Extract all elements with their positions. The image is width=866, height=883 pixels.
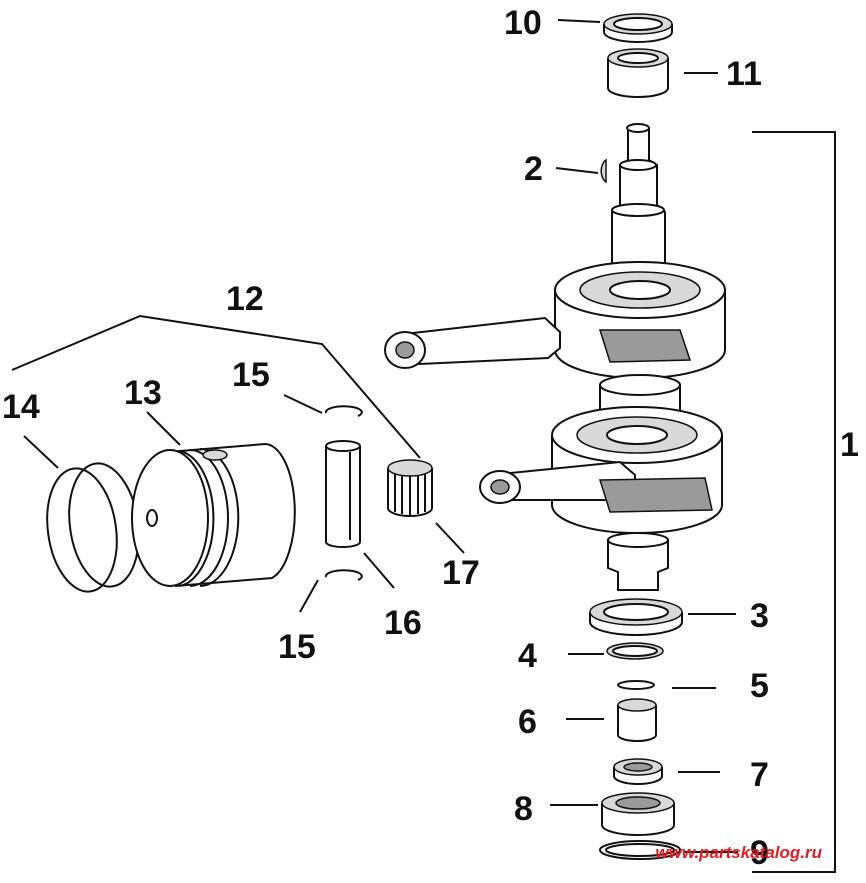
callout-labels: 10 11 2 12 15 14 13 1 17 16 15 3 4 5 6 7… (2, 4, 859, 872)
callout-2: 2 (524, 150, 543, 188)
oil-seal-part-7 (613, 758, 663, 785)
seal-ring-part-10 (603, 13, 673, 43)
o-ring-part-9 (599, 840, 681, 860)
callout-16: 16 (384, 604, 422, 642)
circlip-lower-part-15 (324, 569, 363, 581)
callout-8: 8 (514, 790, 533, 828)
callout-4: 4 (518, 637, 537, 675)
wrist-pin-part-16 (325, 440, 361, 548)
callout-1: 1 (840, 426, 859, 464)
leader-lines (23, 19, 738, 853)
callout-9: 9 (750, 834, 769, 872)
thin-ring-part-5 (617, 680, 655, 690)
needle-bearing-part-17 (387, 459, 433, 517)
callout-12: 12 (226, 280, 264, 318)
retaining-ring-part-4 (606, 642, 664, 660)
piston-rings-part-14 (46, 462, 140, 593)
callout-13: 13 (124, 374, 162, 412)
watermark-text: www.partskatalog.ru (655, 843, 822, 862)
callout-7: 7 (750, 756, 769, 794)
callout-6: 6 (518, 703, 537, 741)
callout-10: 10 (504, 4, 542, 42)
piston-group-bracket-part-12 (11, 314, 421, 459)
circlip-upper-part-15 (324, 405, 363, 417)
callout-17: 17 (442, 554, 480, 592)
callout-3: 3 (750, 597, 769, 635)
assembly-bracket-part-1 (752, 131, 836, 873)
callout-14: 14 (2, 388, 40, 426)
callout-11: 11 (726, 55, 762, 93)
callout-15-lower: 15 (278, 628, 316, 666)
ball-bearing-part-3 (589, 598, 683, 636)
callout-5: 5 (750, 667, 769, 705)
crankshaft-assembly-part-1 (384, 123, 726, 591)
piston-part-13 (131, 442, 296, 587)
bearing-part-11 (607, 48, 669, 98)
sleeve-part-6 (617, 698, 657, 742)
seal-housing-part-8 (601, 792, 675, 836)
callout-15-upper: 15 (232, 356, 270, 394)
woodruff-key-part-2 (600, 158, 607, 184)
